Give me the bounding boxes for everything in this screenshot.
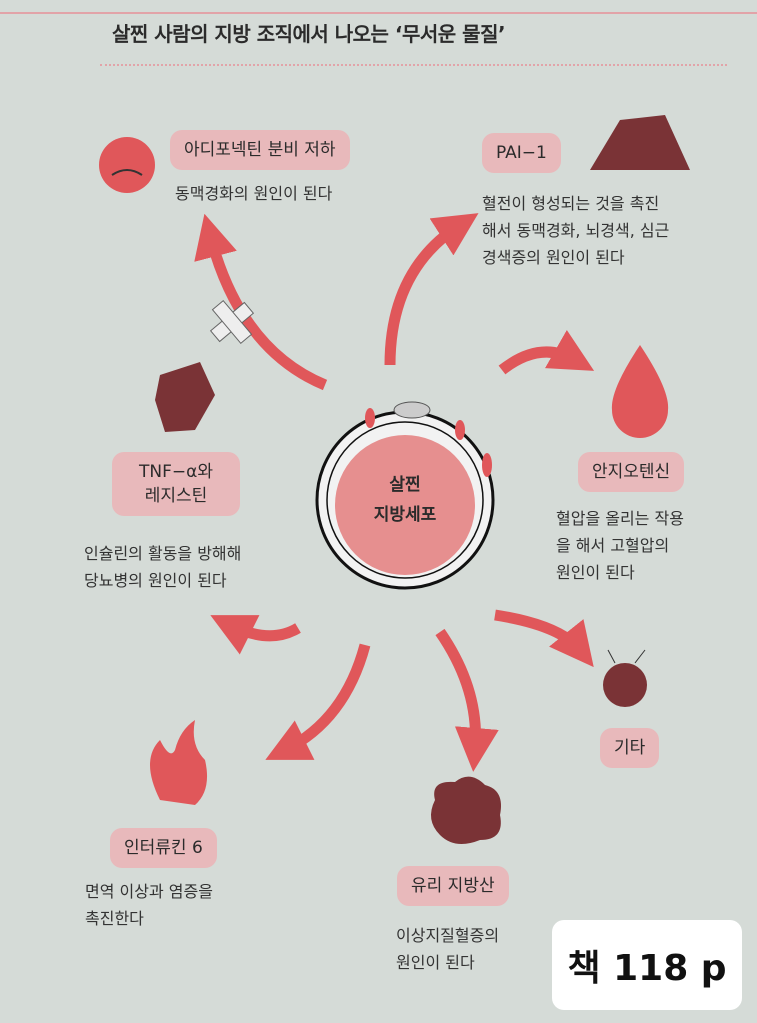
devil-drop-angiotensin-icon (611, 345, 669, 438)
arrow-angiotensin (498, 329, 595, 375)
arrow-pai1 (384, 213, 479, 366)
fire-interleukin-icon (150, 720, 208, 805)
dotted-divider (100, 64, 727, 66)
arrow-tnf (210, 615, 301, 655)
block-x-icon (209, 299, 255, 345)
sad-face-icon (99, 137, 155, 193)
label-other: 기타 (600, 728, 660, 768)
arrow-interleukin (265, 643, 371, 760)
tnf-creature-icon (155, 362, 215, 432)
other-creature-icon (603, 649, 647, 707)
arrow-ffa (435, 628, 499, 772)
ffa-blob-icon (431, 776, 501, 844)
fat-cell-icon (315, 401, 495, 590)
label-angiotensin: 안지오텐신 (578, 452, 685, 492)
label-free-fatty-acid: 유리 지방산 (397, 866, 509, 906)
arrow-adiponectin (194, 213, 328, 391)
angry-creature-pai1-icon (590, 115, 690, 170)
label-adiponectin: 아디포넥틴 분비 저하 (170, 130, 350, 170)
top-rule (0, 12, 757, 14)
desc-adiponectin: 동맥경화의 원인이 된다 (175, 184, 333, 203)
label-interleukin6: 인터류킨 6 (110, 828, 217, 868)
page-reference-badge: 책 118 p (552, 920, 742, 1010)
page-title: 살찐 사람의 지방 조직에서 나오는 ‘무서운 물질’ (112, 22, 506, 46)
arrow-other (494, 609, 594, 668)
label-pai1: PAI−1 (482, 133, 561, 173)
